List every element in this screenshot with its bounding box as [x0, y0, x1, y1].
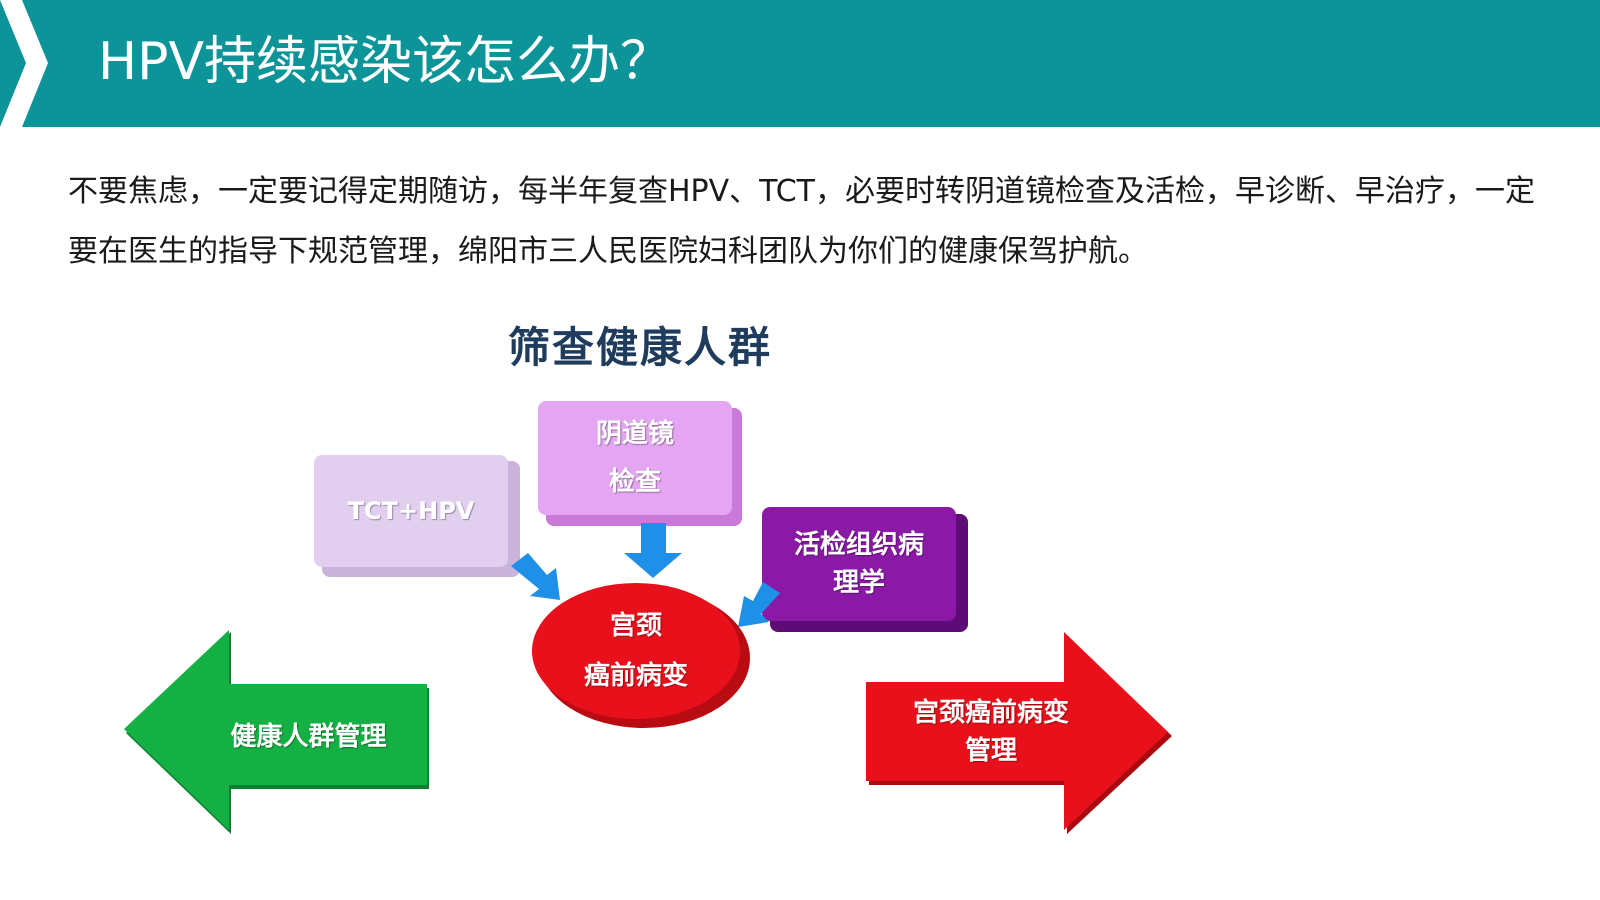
header-bar — [0, 0, 1600, 127]
circle-line-2: 癌前病变 — [583, 661, 688, 691]
left-arrow-text: 健康人群管理 — [230, 722, 387, 752]
biopsy-label: 活检组织病 理学 — [762, 507, 956, 621]
colposcopy-line-2: 检查 — [608, 467, 661, 497]
tct-hpv-box — [314, 455, 520, 577]
colposcopy-box — [538, 401, 742, 526]
right-arrow-shape — [866, 632, 1172, 834]
right-arrow-label: 宫颈癌前病变 管理 — [866, 682, 1116, 781]
center-circle-label: 宫颈 癌前病变 — [532, 588, 740, 714]
left-arrow-label: 健康人群管理 — [190, 684, 427, 785]
right-arrow-line-2: 管理 — [964, 735, 1017, 766]
left-arrow-shape — [124, 630, 429, 834]
biopsy-line-1: 活检组织病 — [793, 530, 924, 560]
arrow-diagonal-right-icon — [511, 553, 560, 600]
center-circle — [532, 583, 750, 728]
biopsy-box — [762, 507, 968, 632]
arrow-diagonal-left-icon — [738, 582, 780, 627]
body-paragraph: 不要焦虑，一定要记得定期随访，每半年复查HPV、TCT，必要时转阴道镜检查及活检… — [68, 174, 1536, 269]
right-arrow-line-1: 宫颈癌前病变 — [912, 697, 1069, 728]
circle-line-1: 宫颈 — [609, 611, 662, 641]
diagram-title: 筛查健康人群 — [507, 323, 772, 372]
biopsy-line-2: 理学 — [832, 568, 885, 598]
colposcopy-label: 阴道镜 检查 — [538, 401, 732, 515]
colposcopy-line-1: 阴道镜 — [595, 419, 674, 449]
header-chevron-icon — [0, 0, 48, 127]
arrow-down-icon — [624, 523, 682, 578]
page-title: HPV持续感染该怎么办？ — [98, 32, 673, 92]
tct-hpv-text: TCT+HPV — [347, 497, 475, 525]
tct-hpv-label: TCT+HPV — [314, 455, 508, 567]
